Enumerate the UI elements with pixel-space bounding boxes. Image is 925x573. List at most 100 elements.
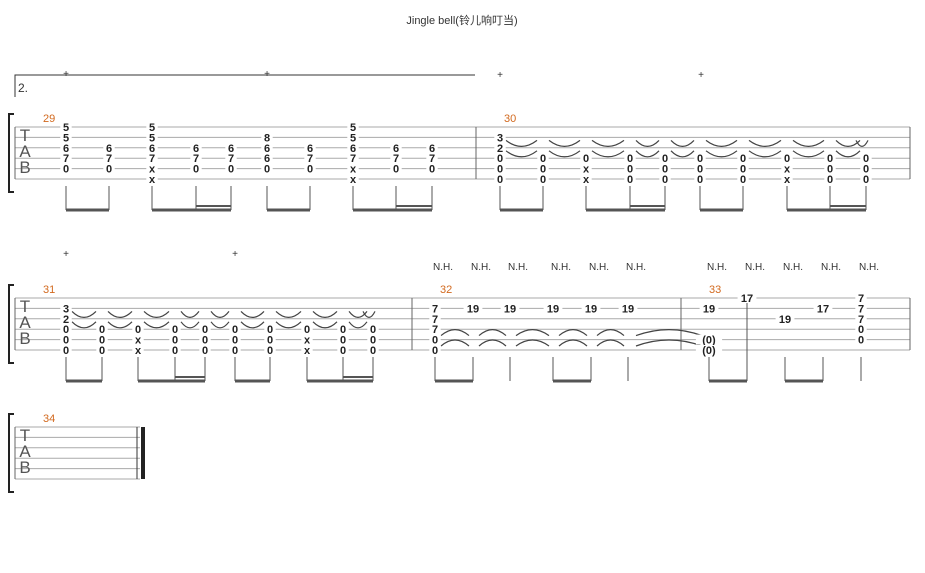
fret-number: 7 — [858, 303, 864, 315]
fret-number: 17 — [741, 293, 753, 305]
fret-number: 0 — [627, 164, 633, 176]
fret-number: 0 — [99, 345, 105, 357]
note-bg — [264, 324, 276, 335]
volta-label: 2. — [18, 81, 28, 95]
note-bg — [824, 163, 836, 174]
note-bg — [264, 334, 276, 345]
system-bracket — [8, 284, 14, 364]
tie-arc — [596, 339, 625, 347]
note-bg — [347, 132, 359, 143]
score-title: Jingle bell(铃儿响叮当) — [406, 13, 517, 27]
fret-number: 0 — [827, 153, 833, 165]
note-bg — [225, 142, 237, 153]
tie-arc — [670, 150, 695, 158]
plus-mark: + — [63, 249, 69, 260]
fret-number: 0 — [497, 153, 503, 165]
natural-harmonic-label: N.H. — [821, 262, 841, 273]
natural-harmonic-label: N.H. — [508, 262, 528, 273]
note-bg — [103, 153, 115, 164]
plus-mark: + — [497, 70, 503, 81]
fret-number: 0 — [267, 324, 273, 336]
note-bg — [543, 303, 563, 314]
fret-number: 7 — [432, 324, 438, 336]
note-bg — [494, 142, 506, 153]
note-bg — [426, 142, 438, 153]
measure-number: 31 — [43, 284, 55, 296]
fret-number: 0 — [863, 164, 869, 176]
tie-arc — [180, 311, 200, 318]
fret-number: 0 — [740, 164, 746, 176]
note-bg — [494, 153, 506, 164]
natural-harmonic-label: N.H. — [745, 262, 765, 273]
note-bg — [855, 303, 867, 314]
measure-number: 34 — [43, 413, 55, 425]
note-bg — [426, 163, 438, 174]
note-bg — [103, 142, 115, 153]
note-bg — [146, 163, 158, 174]
fret-number: 2 — [63, 314, 69, 326]
fret-number: 0 — [63, 324, 69, 336]
fret-number: 0 — [267, 345, 273, 357]
fret-number: 0 — [540, 153, 546, 165]
note-bg — [190, 153, 202, 164]
fret-number: 0 — [540, 174, 546, 186]
fret-number: 19 — [622, 303, 634, 315]
fret-number: 3 — [63, 303, 69, 315]
fret-number: x — [135, 345, 142, 357]
tie-arc — [635, 150, 660, 158]
fret-number: x — [784, 174, 791, 186]
fret-number: 0 — [193, 164, 199, 176]
fret-number: (0) — [702, 335, 716, 347]
tie-arc — [792, 139, 825, 147]
natural-harmonic-label: N.H. — [783, 262, 803, 273]
natural-harmonic-label: N.H. — [707, 262, 727, 273]
tie-arc — [210, 311, 230, 318]
note-bg — [367, 345, 379, 355]
fret-number: 0 — [432, 345, 438, 357]
fret-number: 7 — [106, 153, 112, 165]
tie-arc — [635, 339, 703, 347]
note-bg — [429, 303, 441, 314]
note-bg — [229, 334, 241, 345]
fret-number: 7 — [63, 153, 69, 165]
fret-number: 0 — [172, 335, 178, 347]
tie-arc — [440, 339, 470, 347]
fret-number: x — [350, 174, 357, 186]
note-bg — [169, 345, 181, 355]
fret-number: 0 — [540, 164, 546, 176]
fret-number: 7 — [432, 303, 438, 315]
tab-clef-letter: T — [20, 297, 30, 316]
fret-numbers: 556706705567xx67067086606705567xx6706703… — [60, 122, 872, 357]
note-bg — [304, 153, 316, 164]
tie-arc — [505, 139, 538, 147]
note-bg — [199, 345, 211, 355]
note-bg — [347, 142, 359, 153]
fret-number: 7 — [429, 153, 435, 165]
note-bg — [429, 313, 441, 324]
note-bg — [103, 163, 115, 174]
fret-number: 0 — [63, 335, 69, 347]
tie-arc — [705, 150, 738, 158]
note-bg — [390, 142, 402, 153]
natural-harmonic-label: N.H. — [551, 262, 571, 273]
note-bg — [146, 132, 158, 143]
fret-number: 0 — [63, 345, 69, 357]
measure-number: 33 — [709, 284, 721, 296]
tie-arc — [596, 329, 625, 337]
fret-number: 0 — [307, 164, 313, 176]
fret-number: 6 — [350, 143, 356, 155]
note-bg — [301, 334, 313, 345]
fret-number: 19 — [504, 303, 516, 315]
fret-number: 0 — [172, 324, 178, 336]
tie-arc — [515, 339, 550, 347]
tab-clef-letter: A — [19, 313, 31, 332]
note-bg — [494, 163, 506, 174]
note-bg — [337, 345, 349, 355]
tie-arc — [792, 150, 825, 158]
tie-arc — [107, 321, 133, 329]
tie-arc — [107, 310, 133, 318]
tie-arc — [143, 310, 170, 318]
tie-arc — [515, 329, 550, 337]
note-bg — [199, 334, 211, 345]
fret-number: 19 — [585, 303, 597, 315]
